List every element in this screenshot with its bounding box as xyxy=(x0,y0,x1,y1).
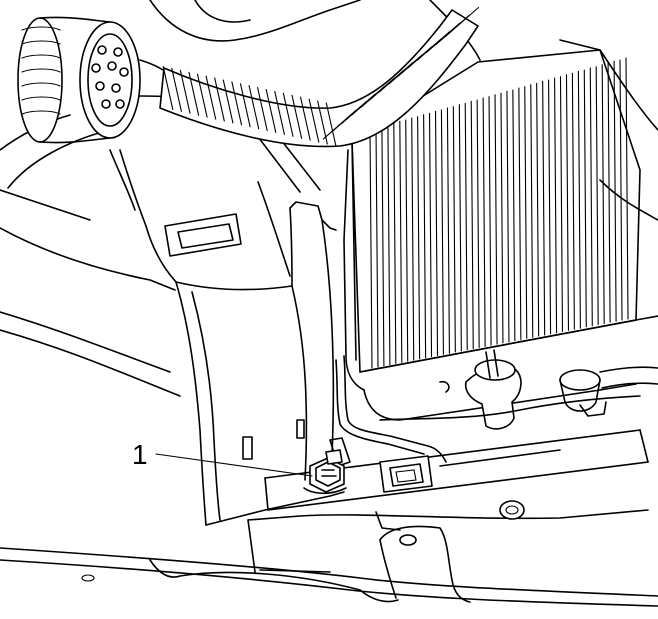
leader-line xyxy=(155,453,313,477)
wiring-harness xyxy=(159,6,480,148)
connector-pins xyxy=(91,45,129,109)
ground-wire xyxy=(329,355,447,467)
rail-hole xyxy=(499,500,525,520)
connector-ribs xyxy=(21,16,111,144)
hanger-strap xyxy=(379,525,471,603)
floor-panel xyxy=(0,114,658,607)
callout-label: 1 xyxy=(132,439,148,470)
cable-clamp xyxy=(379,455,433,493)
ground-bolt xyxy=(303,449,347,495)
bracket-slot xyxy=(242,436,253,460)
mounting-bracket xyxy=(175,201,345,526)
harness-corrugations xyxy=(162,6,480,147)
wiring-connector xyxy=(17,16,177,144)
vacuum-hoses xyxy=(379,349,658,430)
cooling-fins xyxy=(369,57,629,369)
right-ledge xyxy=(559,39,658,321)
control-module xyxy=(343,49,641,421)
callout-1: 1 xyxy=(132,439,313,477)
